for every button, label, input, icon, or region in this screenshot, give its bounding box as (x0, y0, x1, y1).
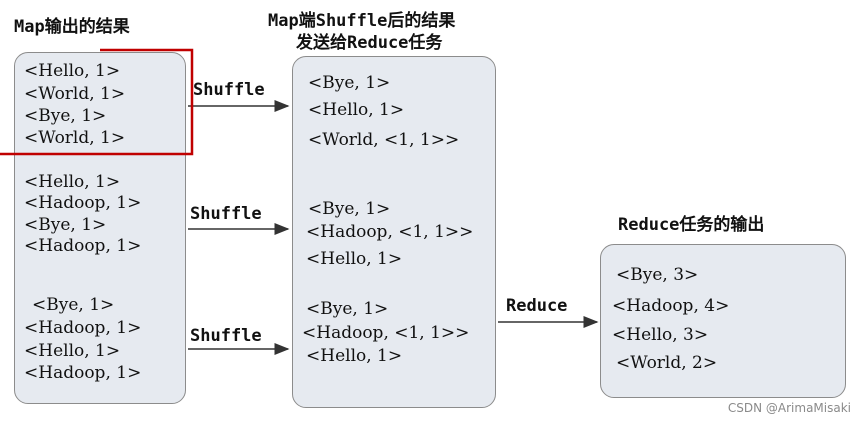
reduce-pair: <Bye, 3> (616, 265, 699, 285)
reduce-output-box (600, 244, 846, 398)
map-pair: <Hello, 1> (24, 172, 121, 192)
shuffle-pair: <Hello, 1> (308, 100, 405, 120)
map-pair: <Hello, 1> (24, 341, 121, 361)
shuffle-arrow-label: Shuffle (190, 204, 262, 224)
reduce-pair: <Hadoop, 4> (612, 296, 730, 316)
map-pair: <World, 1> (24, 128, 126, 148)
shuffle-result-title-line2: 发送给Reduce任务 (296, 33, 443, 53)
highlight-bracket (0, 48, 194, 156)
shuffle-pair: <Bye, 1> (306, 299, 389, 319)
reduce-arrow-label: Reduce (506, 296, 568, 316)
shuffle-pair: <World, <1, 1>> (308, 130, 460, 150)
map-output-box (14, 52, 186, 404)
shuffle-pair: <Bye, 1> (308, 199, 391, 219)
map-pair: <Bye, 1> (24, 106, 107, 126)
map-pair: <Bye, 1> (32, 295, 115, 315)
shuffle-output-box (292, 56, 496, 408)
reduce-output-title: Reduce任务的输出 (618, 215, 765, 235)
map-pair: <Hadoop, 1> (24, 193, 142, 213)
map-pair: <Bye, 1> (24, 215, 107, 235)
shuffle-pair: <Hadoop, <1, 1>> (302, 323, 470, 343)
shuffle-pair: <Hello, 1> (306, 346, 403, 366)
watermark: CSDN @ArimaMisaki (727, 401, 851, 415)
map-pair: <Hadoop, 1> (24, 236, 142, 256)
reduce-pair: <World, 2> (616, 353, 718, 373)
map-pair: <World, 1> (24, 84, 126, 104)
shuffle-result-title-line1: Map端Shuffle后的结果 (268, 11, 456, 31)
reduce-pair: <Hello, 3> (612, 325, 709, 345)
map-pair: <Hadoop, 1> (24, 363, 142, 383)
shuffle-arrow-label: Shuffle (190, 326, 262, 346)
map-pair: <Hadoop, 1> (24, 318, 142, 338)
map-pair: <Hello, 1> (24, 61, 121, 81)
map-output-title: Map输出的结果 (14, 17, 130, 37)
shuffle-arrow-label: Shuffle (193, 80, 265, 100)
shuffle-pair: <Hello, 1> (306, 249, 403, 269)
shuffle-pair: <Bye, 1> (308, 73, 391, 93)
shuffle-pair: <Hadoop, <1, 1>> (306, 222, 474, 242)
